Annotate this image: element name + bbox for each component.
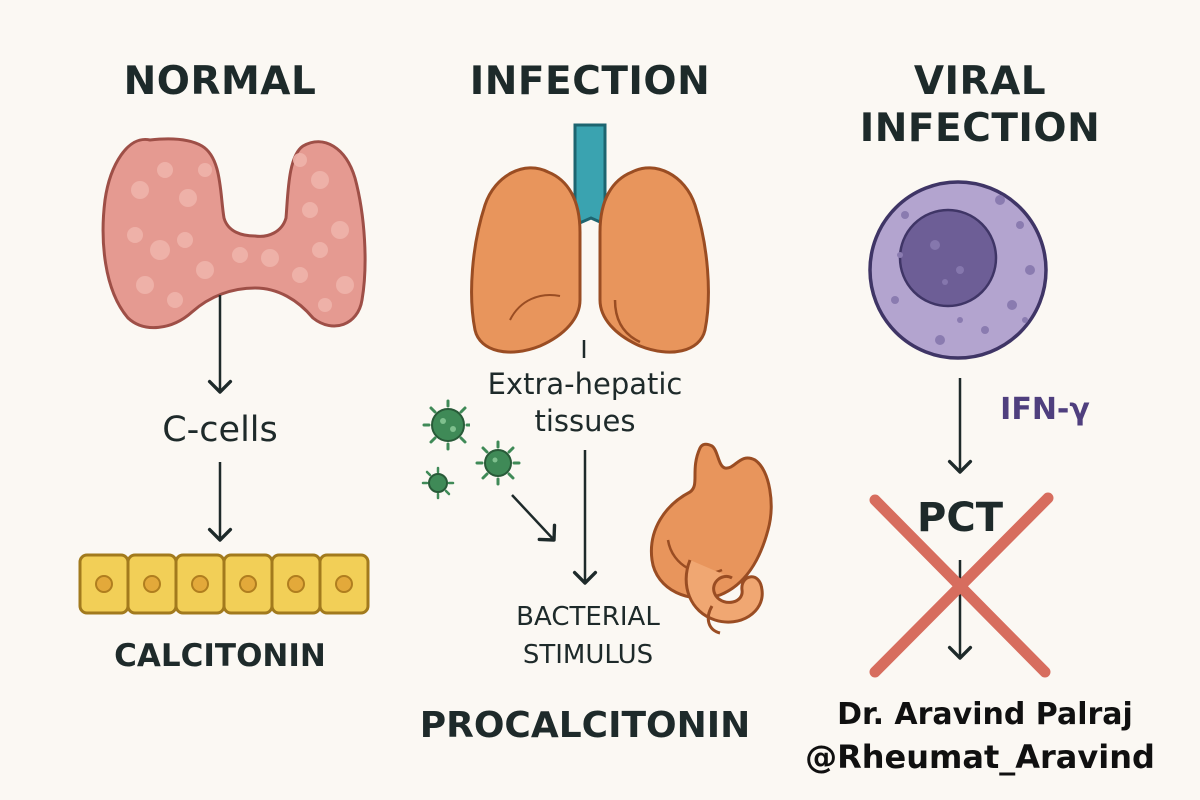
pct-label: PCT <box>917 495 1003 541</box>
arrow-virus-to-stimulus <box>511 494 557 542</box>
extra-hepatic-tissues-label: Extra-hepatic tissues <box>470 366 700 440</box>
procalcitonin-label: PROCALCITONIN <box>419 705 751 746</box>
thyroid-gland-icon <box>101 137 367 330</box>
lymphocyte-icon <box>868 180 1048 360</box>
stomach-intestine-icon <box>649 442 773 635</box>
heading-infection: INFECTION <box>469 59 711 104</box>
virus-icon <box>421 466 455 500</box>
author-name: Dr. Aravind Palraj <box>837 697 1133 732</box>
c-cell-row-icon <box>78 553 370 615</box>
heading-normal: NORMAL <box>123 59 317 104</box>
virus-icon <box>422 399 474 451</box>
calcitonin-label: CALCITONIN <box>114 638 326 674</box>
virus-icon <box>475 440 521 486</box>
author-handle: @Rheumat_Aravind <box>805 738 1155 776</box>
c-cells-label: C-cells <box>162 410 278 450</box>
lungs-icon <box>470 123 710 354</box>
block-cross-mark <box>869 492 1054 678</box>
bacterial-stimulus-label: BACTERIAL STIMULUS <box>516 602 660 670</box>
heading-viral-infection: VIRAL INFECTION <box>859 59 1101 151</box>
ifn-gamma-label: IFN-γ <box>1000 392 1090 427</box>
